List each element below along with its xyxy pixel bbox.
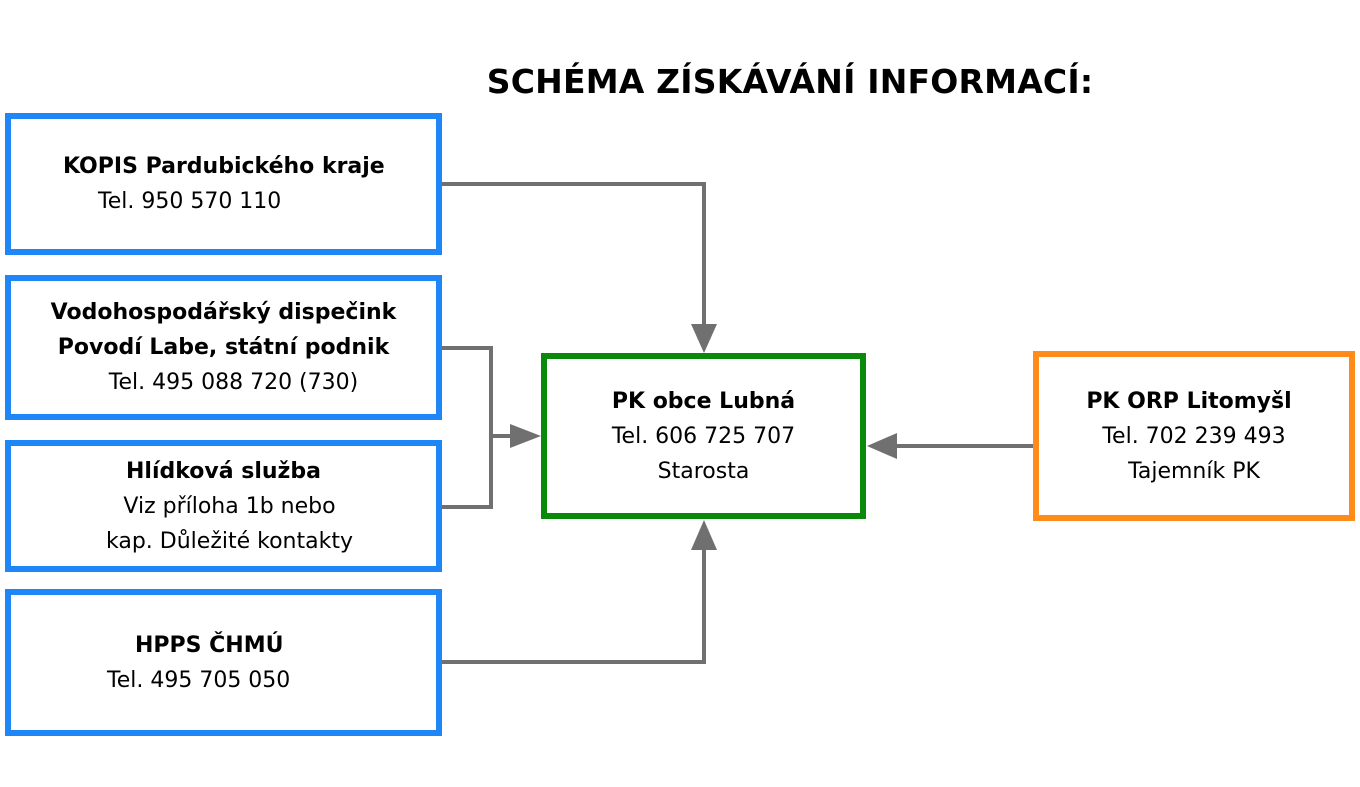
connector-hpps <box>442 548 706 664</box>
node-pk-orp-litomysl: PK ORP Litomyšl Tel. 702 239 493 Tajemní… <box>1033 351 1355 521</box>
node-hpps-chmu: HPPS ČHMÚ Tel. 495 705 050 <box>5 589 442 736</box>
node-pk-obce-lubna: PK obce Lubná Tel. 606 725 707 Starosta <box>541 353 866 519</box>
node-kopis: KOPIS Pardubického kraje Tel. 950 570 11… <box>5 113 442 255</box>
node-hpps-name: HPPS ČHMÚ <box>135 632 284 658</box>
node-kopis-phone: Tel. 950 570 110 <box>98 189 282 214</box>
arrowhead-down-icon <box>691 324 717 353</box>
arrowhead-up-icon <box>691 520 717 550</box>
node-vodohospodarsky-dispecink: Vodohospodářský dispečink Povodí Labe, s… <box>5 275 442 420</box>
node-hlidka-note-line2: kap. Důležité kontakty <box>106 528 353 554</box>
node-hlidka-name: Hlídková služba <box>126 458 321 484</box>
node-vodo-phone: Tel. 495 088 720 (730) <box>108 370 359 395</box>
node-kopis-name: KOPIS Pardubického kraje <box>63 154 385 179</box>
node-vodo-name-line1: Vodohospodářský dispečink <box>50 300 397 325</box>
connector-vodo-hlidka-merge <box>442 346 493 509</box>
node-litomysl-name: PK ORP Litomyšl <box>1086 388 1292 414</box>
diagram-title: SCHÉMA ZÍSKÁVÁNÍ INFORMACÍ: <box>486 62 1094 101</box>
node-hlidkova-sluzba: Hlídková služba Viz příloha 1b nebo kap.… <box>5 440 442 572</box>
arrowhead-right-icon <box>510 424 541 448</box>
node-litomysl-phone: Tel. 702 239 493 <box>1102 423 1286 449</box>
arrowhead-left-icon <box>867 433 897 459</box>
node-vodo-name-line2: Povodí Labe, státní podnik <box>57 335 390 360</box>
node-lubna-role: Starosta <box>657 458 750 484</box>
node-hlidka-note-line1: Viz příloha 1b nebo <box>123 493 336 519</box>
node-lubna-phone: Tel. 606 725 707 <box>611 423 796 449</box>
node-hpps-phone: Tel. 495 705 050 <box>107 667 291 693</box>
connector-kopis <box>442 182 706 326</box>
node-litomysl-role: Tajemník PK <box>1128 458 1260 484</box>
node-lubna-name: PK obce Lubná <box>611 388 796 414</box>
